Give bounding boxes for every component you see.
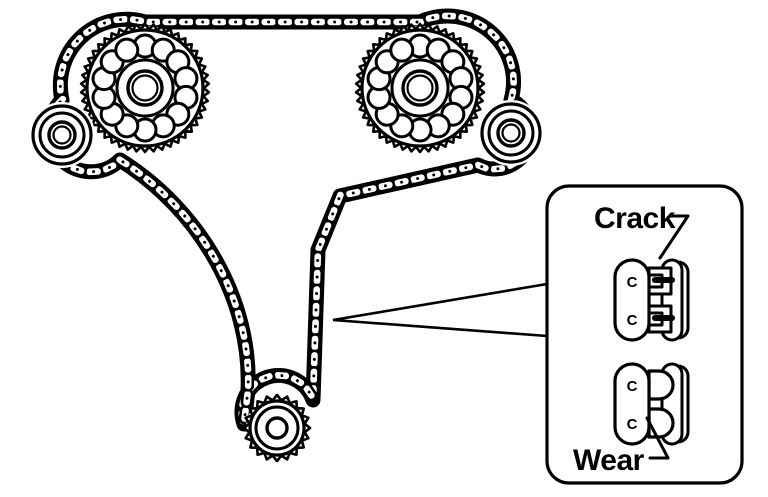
chain-roller <box>275 16 295 28</box>
link-plate-hole: C <box>627 378 638 395</box>
chain-roller <box>242 16 262 28</box>
chain-roller <box>311 250 324 271</box>
sprocket-idler-sprocket-left <box>29 102 95 168</box>
chain-roller <box>242 372 255 392</box>
chain-roller <box>357 16 378 28</box>
crack-pointer-icon <box>658 214 690 260</box>
sprockets-layer <box>29 22 544 463</box>
chain-roller <box>110 13 131 27</box>
chain-roller <box>374 16 394 28</box>
chain-roller <box>324 16 345 28</box>
chain-link-worn-link: CC <box>613 362 690 446</box>
chain-link-cracked-link: CC <box>613 258 690 342</box>
chain-roller <box>307 365 320 386</box>
chain-roller <box>240 387 254 409</box>
chain-roller <box>83 165 104 178</box>
wear-pointer-icon <box>645 416 670 460</box>
chain-roller <box>159 16 180 28</box>
chain-roller <box>258 16 279 28</box>
chain-roller <box>309 316 322 337</box>
chain-roller <box>390 16 411 28</box>
chain-roller <box>176 16 197 28</box>
chain-roller <box>225 16 246 28</box>
chain-roller <box>422 10 444 26</box>
chain-roller <box>54 76 67 97</box>
chain-roller <box>308 16 328 28</box>
sprocket-crankshaft-sprocket <box>242 393 312 463</box>
chain-roller <box>209 16 229 28</box>
chain-roller <box>439 9 460 23</box>
chain-roller <box>291 16 312 28</box>
chain-roller <box>308 332 322 353</box>
chain-roller <box>341 16 361 28</box>
chain-roller <box>192 16 213 28</box>
sprocket-camshaft-sprocket-left <box>79 22 211 154</box>
chain-roller <box>271 369 292 383</box>
link-plate-hole: C <box>627 274 638 291</box>
callout-leader <box>332 282 548 338</box>
chain-roller <box>241 355 255 376</box>
link-plate-hole: C <box>627 312 638 329</box>
chain-roller <box>507 68 520 89</box>
callout-label-wear: Wear <box>573 444 645 477</box>
sprocket-camshaft-sprocket-right <box>354 22 486 154</box>
chain-roller <box>310 283 323 304</box>
chain-roller <box>342 185 364 201</box>
chain-roller <box>309 299 323 320</box>
link-plate-hole: C <box>627 416 638 433</box>
chain-roller <box>310 267 324 287</box>
sprocket-idler-sprocket-right <box>478 100 544 166</box>
callout-label-crack: Crack <box>594 202 676 235</box>
chain-roller <box>308 349 321 370</box>
chain-roller <box>238 338 254 360</box>
